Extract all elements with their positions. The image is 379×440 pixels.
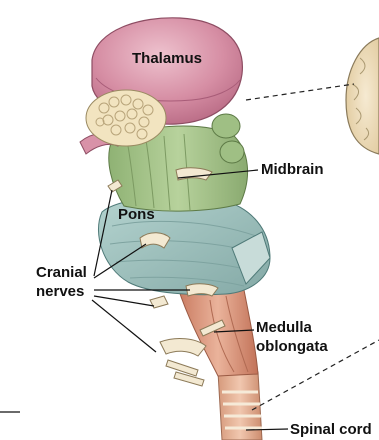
pulvinar-cells: [86, 90, 166, 146]
label-medulla-oblongata: Medulla oblongata: [256, 318, 328, 356]
label-cranial-nerves: Cranial nerves: [36, 263, 87, 301]
brain-section-inset: [346, 38, 379, 154]
cranial-leader-4: [94, 296, 154, 306]
label-cranial-line2: nerves: [36, 282, 87, 301]
label-cranial-line1: Cranial: [36, 263, 87, 282]
dashed-line-top: [246, 84, 354, 100]
label-midbrain: Midbrain: [261, 161, 324, 178]
label-thalamus: Thalamus: [132, 50, 202, 67]
label-pons: Pons: [118, 206, 155, 223]
label-medulla-line2: oblongata: [256, 337, 328, 356]
cranial-leader-5: [92, 300, 156, 352]
label-medulla-line1: Medulla: [256, 318, 328, 337]
label-spinal-cord: Spinal cord: [290, 421, 372, 438]
